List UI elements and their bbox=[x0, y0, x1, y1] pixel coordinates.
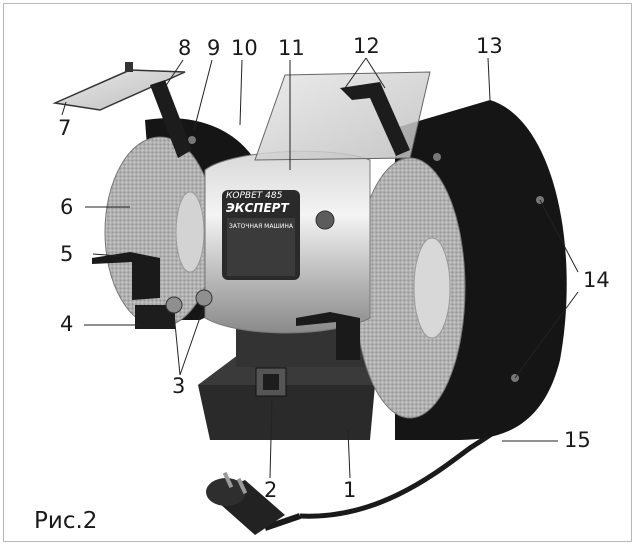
right-tool-rest bbox=[296, 312, 360, 360]
plate-title: ЗАТОЧНАЯ МАШИНА bbox=[229, 223, 294, 230]
callout-13: 13 bbox=[476, 34, 503, 58]
left-shield-bracket bbox=[150, 80, 192, 158]
callout-6: 6 bbox=[60, 195, 74, 219]
brand-line1: КОРВЕТ 485 bbox=[226, 191, 283, 201]
callout-2: 2 bbox=[264, 478, 278, 502]
left-eye-shield bbox=[52, 62, 186, 111]
callout-7: 7 bbox=[58, 116, 72, 140]
callout-14: 14 bbox=[583, 268, 610, 292]
callout-9: 9 bbox=[207, 36, 221, 60]
figure-caption: Рис.2 bbox=[34, 508, 98, 534]
plug-icon bbox=[206, 471, 285, 535]
motor-housing bbox=[204, 150, 371, 334]
callout-10: 10 bbox=[231, 36, 258, 60]
callout-4: 4 bbox=[60, 312, 74, 336]
power-switch-icon bbox=[255, 367, 287, 397]
callout-3: 3 bbox=[172, 374, 186, 398]
callout-15: 15 bbox=[564, 428, 591, 452]
callout-1: 1 bbox=[343, 478, 357, 502]
callout-12: 12 bbox=[353, 34, 380, 58]
adjustment-knobs-icon bbox=[165, 289, 213, 314]
frame-border bbox=[3, 3, 632, 542]
leader-lines bbox=[61, 57, 579, 479]
right-eye-shield bbox=[254, 71, 431, 161]
callout-8: 8 bbox=[178, 36, 192, 60]
right-shield-bracket bbox=[340, 82, 410, 156]
callout-5: 5 bbox=[60, 242, 74, 266]
callout-11: 11 bbox=[278, 36, 305, 60]
brand-line2: ЭКСПЕРТ bbox=[226, 201, 289, 215]
